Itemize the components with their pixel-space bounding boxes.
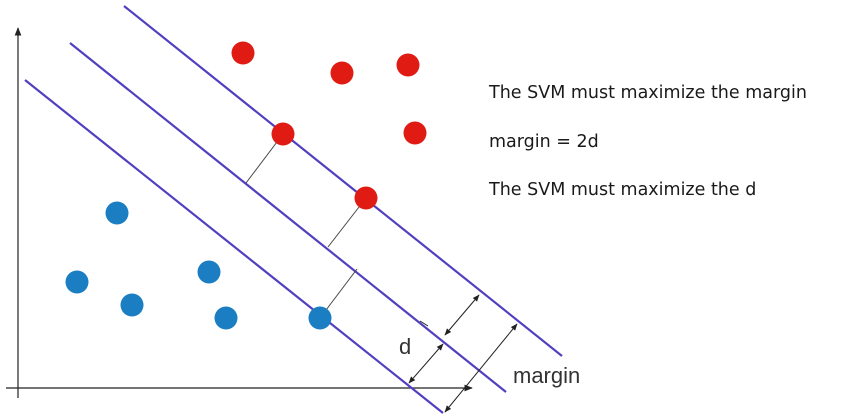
note-maximize-d: The SVM must maximize the d [489,180,757,200]
margin-label: margin [513,363,580,388]
decision-boundary-line [69,42,507,393]
lower-margin-line [24,79,444,414]
blue-point [105,201,129,225]
d-tick [419,320,429,327]
d-arrow-upper [444,294,480,336]
red-support-vector [271,122,295,146]
d-arrow [408,343,444,384]
d-label: d [399,334,411,359]
red-point [396,53,420,77]
blue-point [65,270,89,294]
red-point [231,41,255,65]
blue-point [197,260,221,284]
blue-support-vector [308,306,332,330]
note-margin-equation: margin = 2d [489,132,599,152]
note-maximize-margin: The SVM must maximize the margin [489,83,807,103]
margin-arrow [444,323,518,413]
red-support-vector [354,186,378,210]
upper-margin-line [123,5,563,357]
red-point [403,121,427,145]
blue-point [120,293,144,317]
red-point [330,61,354,85]
blue-point [214,306,238,330]
